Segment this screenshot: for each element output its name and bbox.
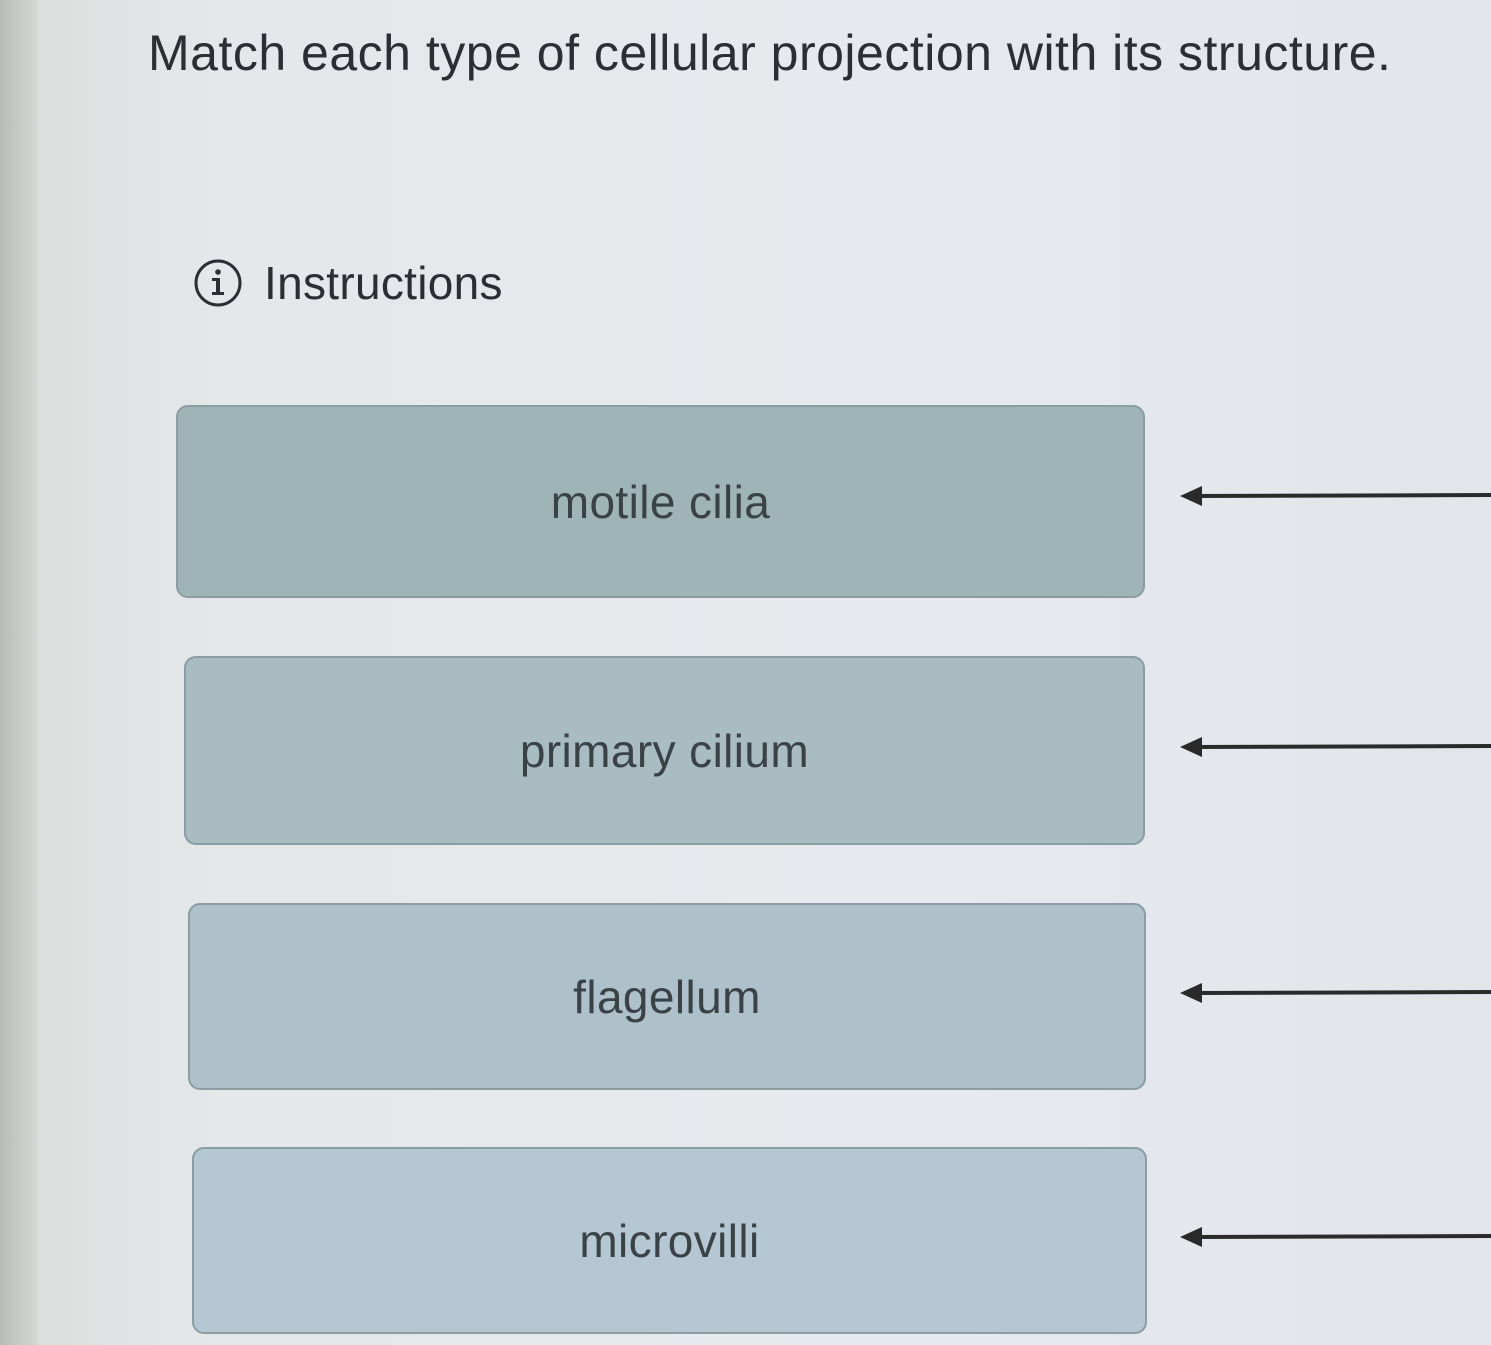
match-item-label: flagellum [573, 970, 761, 1023]
instructions-label: Instructions [264, 257, 503, 309]
match-item-label: primary cilium [519, 724, 810, 777]
match-item-label: microvilli [579, 1214, 760, 1267]
info-icon [194, 259, 242, 307]
arrow-left-icon [1180, 983, 1491, 1003]
match-item-microvilli[interactable]: microvilli [192, 1147, 1147, 1334]
arrow-left-icon [1180, 737, 1491, 757]
question-title: Match each type of cellular projection w… [148, 25, 1392, 81]
instructions-toggle[interactable]: Instructions [192, 256, 503, 310]
arrow-left-icon [1180, 486, 1491, 506]
match-item-label: motile cilia [550, 475, 771, 528]
left-edge-strip [0, 0, 38, 1345]
match-item-flagellum[interactable]: flagellum [188, 903, 1146, 1090]
match-item-primary-cilium[interactable]: primary cilium [184, 656, 1145, 845]
match-item-motile-cilia[interactable]: motile cilia [176, 405, 1145, 598]
arrow-left-icon [1180, 1227, 1491, 1247]
